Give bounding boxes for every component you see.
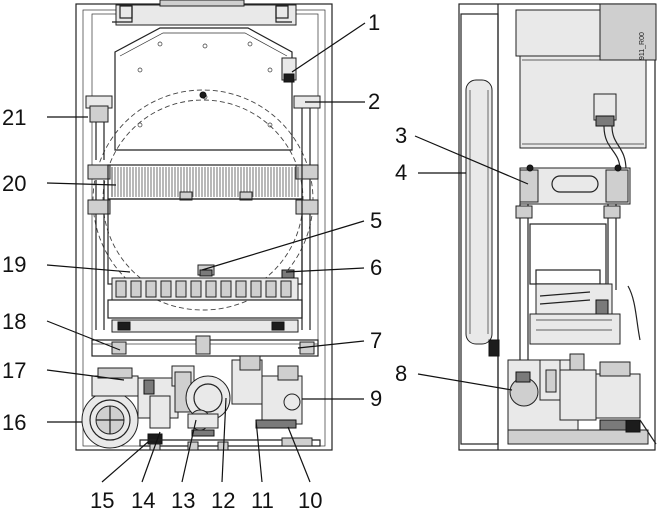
hydraulic-group (137, 355, 321, 451)
callout-4: 4 (395, 160, 407, 185)
front-view (75, 0, 333, 451)
ignition-electrodes (199, 269, 295, 279)
callout-17: 17 (2, 358, 26, 383)
callout-7: 7 (370, 328, 382, 353)
hydraulic-group-side (507, 353, 657, 445)
circulation-pump (81, 367, 139, 449)
callout-1: 1 (368, 10, 380, 35)
callout-6: 6 (370, 255, 382, 280)
combustion-chamber-plate (114, 27, 293, 151)
mounting-bracket (112, 0, 297, 26)
drawing-code: 911_R00 (639, 32, 646, 60)
expansion-vessel-outline (92, 89, 314, 311)
callout-2: 2 (368, 89, 380, 114)
heat-exchanger-fins (111, 167, 299, 197)
callout-18: 18 (2, 309, 26, 334)
leader-lines (46, 22, 529, 483)
callout-14: 14 (131, 488, 155, 513)
gas-manifold (111, 319, 299, 333)
callout-16: 16 (2, 410, 26, 435)
callout-15: 15 (90, 488, 114, 513)
air-vent (281, 57, 297, 83)
expansion-vessel-side (465, 79, 500, 357)
heat-exchanger-side (519, 164, 631, 205)
callout-13: 13 (171, 488, 195, 513)
callout-11: 11 (251, 488, 274, 513)
callout-12: 12 (211, 488, 235, 513)
callout-10: 10 (298, 488, 322, 513)
callout-labels: 1 2 3 4 5 6 7 8 9 10 11 12 13 14 15 16 1… (2, 10, 407, 513)
callout-20: 20 (2, 171, 26, 196)
callout-21: 21 (2, 105, 26, 130)
callout-9: 9 (370, 386, 382, 411)
burner (107, 264, 303, 319)
side-casing (458, 3, 656, 451)
heat-exchanger (107, 164, 303, 201)
callout-5: 5 (370, 208, 382, 233)
callout-3: 3 (395, 123, 407, 148)
callout-19: 19 (2, 252, 26, 277)
callout-8: 8 (395, 361, 407, 386)
side-view: 911_R00 (458, 3, 657, 451)
